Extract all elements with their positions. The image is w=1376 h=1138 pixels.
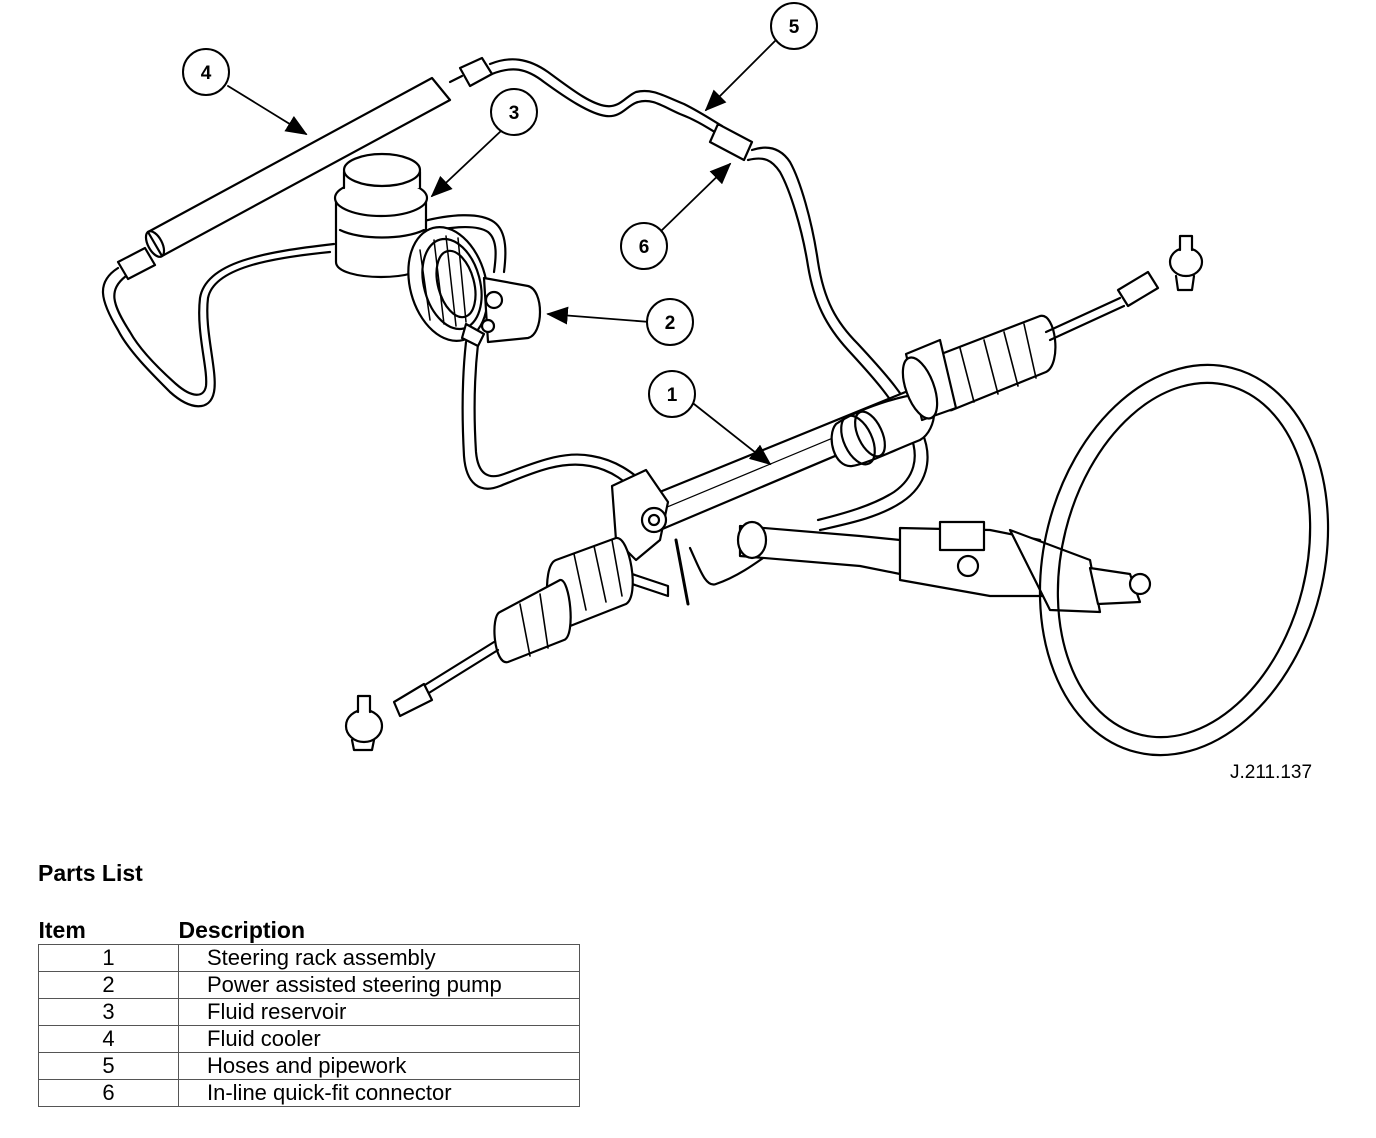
- fluid-reservoir: [333, 152, 429, 279]
- table-row: 4 Fluid cooler: [38, 1025, 580, 1053]
- callout-3-label: 3: [509, 103, 520, 124]
- hoses-and-pipework: [101, 58, 929, 586]
- row-description: Power assisted steering pump: [178, 971, 580, 999]
- callout-4: 4: [182, 48, 230, 96]
- row-description: Steering rack assembly: [178, 944, 580, 972]
- row-item-number: 3: [38, 998, 179, 1026]
- parts-table-header: Item Description: [39, 914, 580, 945]
- steering-pump: [407, 226, 541, 348]
- row-description: Fluid reservoir: [178, 998, 580, 1026]
- row-description: Fluid cooler: [178, 1025, 580, 1053]
- parts-list-title: Parts List: [38, 860, 143, 886]
- steering-wheel: [1038, 363, 1330, 757]
- table-row: 3 Fluid reservoir: [38, 998, 580, 1026]
- callout-6-label: 6: [639, 237, 650, 258]
- figure-reference: J.211.137: [1230, 762, 1313, 783]
- steering-system-diagram: 4 3 2 1 5 6: [101, 2, 1330, 757]
- row-item-number: 6: [38, 1079, 179, 1107]
- callout-arrows: [227, 39, 777, 466]
- callout-5: 5: [770, 2, 818, 50]
- table-row: 2 Power assisted steering pump: [38, 971, 580, 999]
- row-description: Hoses and pipework: [178, 1052, 580, 1080]
- table-row: 6 In-line quick-fit connector: [38, 1079, 580, 1107]
- steering-rack-assembly: [344, 234, 1204, 752]
- callout-1-label: 1: [667, 385, 678, 406]
- header-item: Item: [38, 917, 86, 943]
- callout-2: 2: [646, 298, 694, 346]
- callout-1: 1: [648, 370, 696, 418]
- parts-list-table: Item Description 1 Steering rack assembl…: [38, 914, 580, 1107]
- row-item-number: 2: [38, 971, 179, 999]
- steering-column: [736, 520, 1152, 614]
- callout-2-label: 2: [665, 313, 676, 334]
- callout-6: 6: [620, 222, 668, 270]
- callout-4-label: 4: [201, 63, 212, 84]
- row-item-number: 5: [38, 1052, 179, 1080]
- table-row: 5 Hoses and pipework: [38, 1052, 580, 1080]
- callout-5-label: 5: [789, 17, 800, 38]
- row-item-number: 1: [38, 944, 179, 972]
- callout-3: 3: [490, 88, 538, 136]
- table-row: 1 Steering rack assembly: [38, 944, 580, 972]
- row-description: In-line quick-fit connector: [178, 1079, 580, 1107]
- row-item-number: 4: [38, 1025, 179, 1053]
- header-description: Description: [178, 917, 306, 943]
